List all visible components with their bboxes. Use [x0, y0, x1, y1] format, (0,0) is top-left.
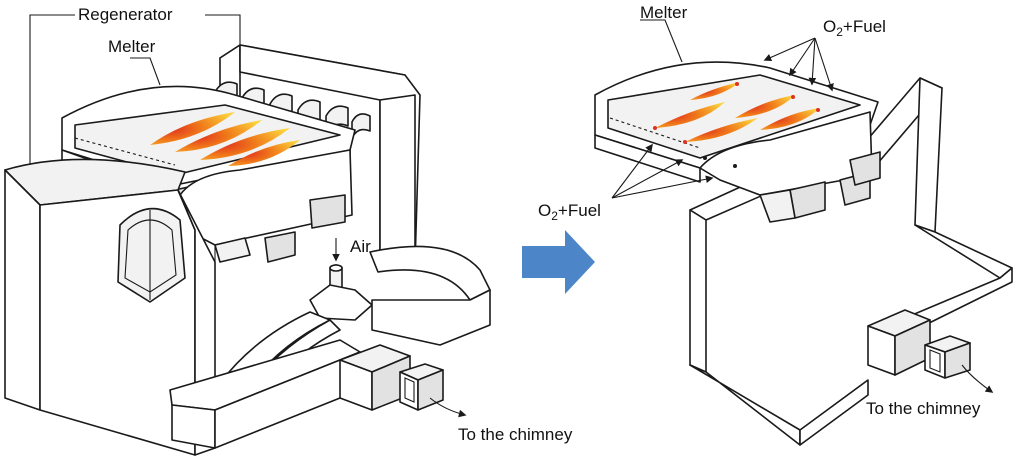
melter-right — [594, 61, 881, 223]
regenerative-furnace — [4, 14, 491, 456]
burner-port-arch — [117, 207, 186, 303]
oxy-fuel-furnace — [594, 19, 1013, 446]
flame-left-1 — [150, 112, 235, 145]
fuel-arrow-side-1 — [611, 143, 653, 199]
fuel-arrow-top-3 — [808, 37, 817, 86]
chimney-arrow-right — [961, 364, 994, 393]
melter-leader-right — [640, 19, 683, 63]
flame-right-4 — [685, 118, 758, 142]
fuel-arrow-top-2 — [789, 37, 816, 77]
flame-left-4 — [228, 140, 300, 166]
back-regenerator — [214, 44, 421, 266]
flame-left-3 — [200, 128, 290, 160]
chimney-arrow-left — [429, 397, 467, 418]
regenerator-leader-left — [29, 14, 75, 165]
fuel-label-top: O2+Fuel — [823, 17, 886, 39]
regenerator-label: Regenerator — [78, 5, 173, 24]
chimney-label-left: To the chimney — [458, 425, 573, 444]
flame-left-2 — [175, 120, 262, 152]
front-regenerator — [4, 158, 216, 456]
fuel-label-side: O2+Fuel — [538, 201, 601, 223]
flames-left — [150, 112, 300, 166]
air-label: Air — [350, 237, 371, 256]
melter-label-right: Melter — [640, 3, 688, 22]
fuel-arrow-side-2 — [611, 159, 684, 199]
fuel-arrow-top-4 — [814, 37, 834, 92]
transition-arrow — [522, 230, 595, 294]
chimney-label-right: To the chimney — [866, 399, 981, 418]
flame-right-3 — [735, 95, 795, 118]
flue-ducting-right — [689, 77, 1013, 446]
flame-right-2 — [655, 102, 725, 128]
burner-port-dot — [733, 164, 737, 168]
melter-label-left: Melter — [108, 37, 156, 56]
fuel-arrow-top-1 — [763, 37, 816, 62]
melter-leader-left — [130, 57, 161, 86]
flames-right — [653, 82, 820, 144]
air-inlet — [309, 264, 373, 321]
regenerator-leader-right — [205, 14, 241, 52]
flame-right-5 — [760, 108, 820, 130]
fuel-arrow-side-3 — [611, 175, 714, 199]
flame-right-1 — [690, 82, 740, 100]
flue-ducting-left — [169, 245, 491, 449]
burner-port-dot — [703, 156, 707, 160]
